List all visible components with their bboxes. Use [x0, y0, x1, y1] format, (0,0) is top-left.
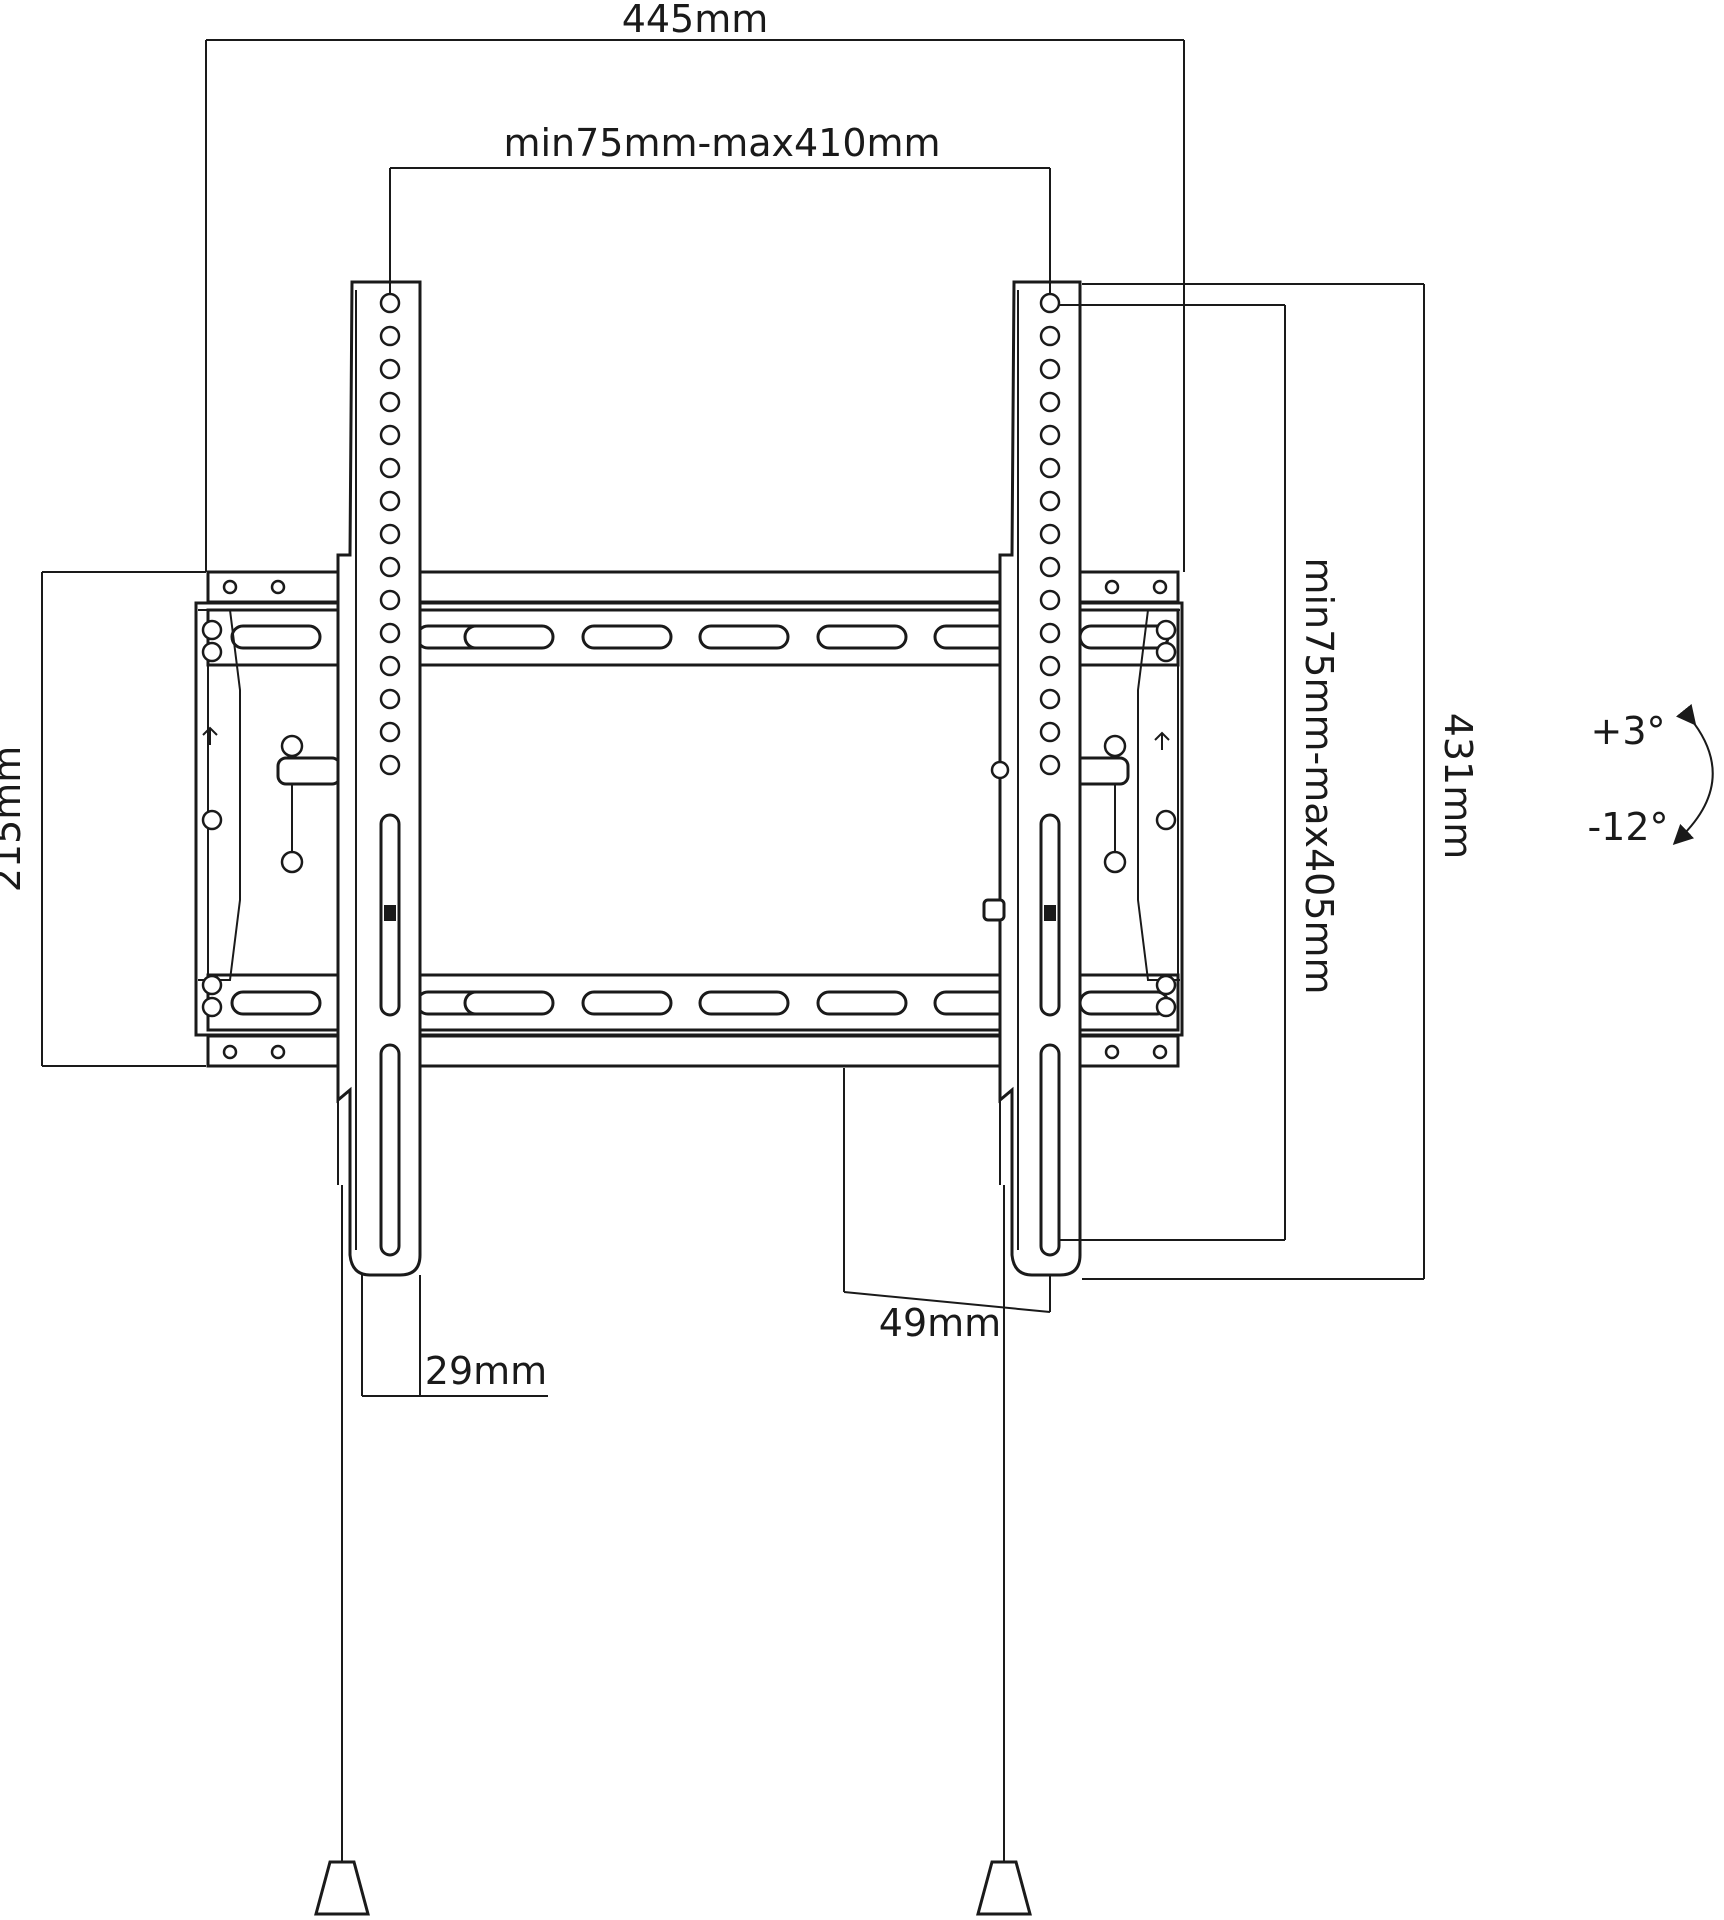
- rail-holes: [222, 579, 1168, 1060]
- left-side-bracket: [198, 609, 241, 1018]
- overall-width-label: 445mm: [622, 0, 769, 41]
- screw-icon: [1155, 809, 1177, 831]
- left-arm-holes: [379, 292, 401, 776]
- right-pull-cord: [976, 1185, 1032, 1916]
- tilt-indicator: +3° -12°: [1587, 703, 1714, 849]
- arm-spacing-label: min75mm-max410mm: [503, 121, 940, 165]
- right-vertical-arm: [982, 280, 1082, 1277]
- wall-depth-label: 49mm: [879, 1301, 1001, 1345]
- right-lock-knob: [1068, 734, 1130, 874]
- tilt-down-label: -12°: [1587, 805, 1668, 849]
- dimension-wall-plate-height: 215mm: [0, 571, 206, 1067]
- screw-icon: [201, 809, 223, 831]
- screw-icon: [201, 641, 223, 663]
- right-arm-holes: [1039, 292, 1061, 776]
- dimension-overall-height: 431mm: [1082, 283, 1480, 1280]
- screw-icon: [1155, 996, 1177, 1018]
- dimension-arm-width: 29mm: [361, 1275, 548, 1397]
- left-pull-cord: [314, 1185, 370, 1916]
- screw-icon: [1155, 641, 1177, 663]
- screw-icon: [201, 974, 223, 996]
- screw-icon: [1155, 619, 1177, 641]
- wall-plate-height-label: 215mm: [0, 746, 29, 893]
- left-lock-knob: [276, 734, 342, 874]
- dimension-wall-depth: 49mm: [843, 1068, 1051, 1345]
- tilt-arc-arrow-icon: [1672, 703, 1714, 845]
- vertical-spacing-label: min75mm-max405mm: [1297, 557, 1341, 994]
- up-arrow-icon: [202, 726, 218, 745]
- screw-icon: [1155, 974, 1177, 996]
- up-arrow-icon: [1154, 731, 1170, 750]
- tilt-up-label: +3°: [1590, 709, 1665, 753]
- right-side-bracket: [1137, 609, 1180, 1018]
- left-vertical-arm: [336, 280, 422, 1277]
- dimension-vertical-spacing: min75mm-max405mm: [1058, 304, 1341, 1241]
- cord-weight-icon: [314, 1860, 370, 1916]
- cord-weight-icon: [976, 1860, 1032, 1916]
- left-arm-slot: [379, 1043, 401, 1257]
- screw-icon: [201, 619, 223, 641]
- overall-height-label: 431mm: [1436, 713, 1480, 860]
- screw-icon: [201, 996, 223, 1018]
- arm-width-label: 29mm: [425, 1349, 547, 1393]
- right-arm-slot: [1039, 1043, 1061, 1257]
- dimension-arm-spacing: min75mm-max410mm: [389, 121, 1051, 294]
